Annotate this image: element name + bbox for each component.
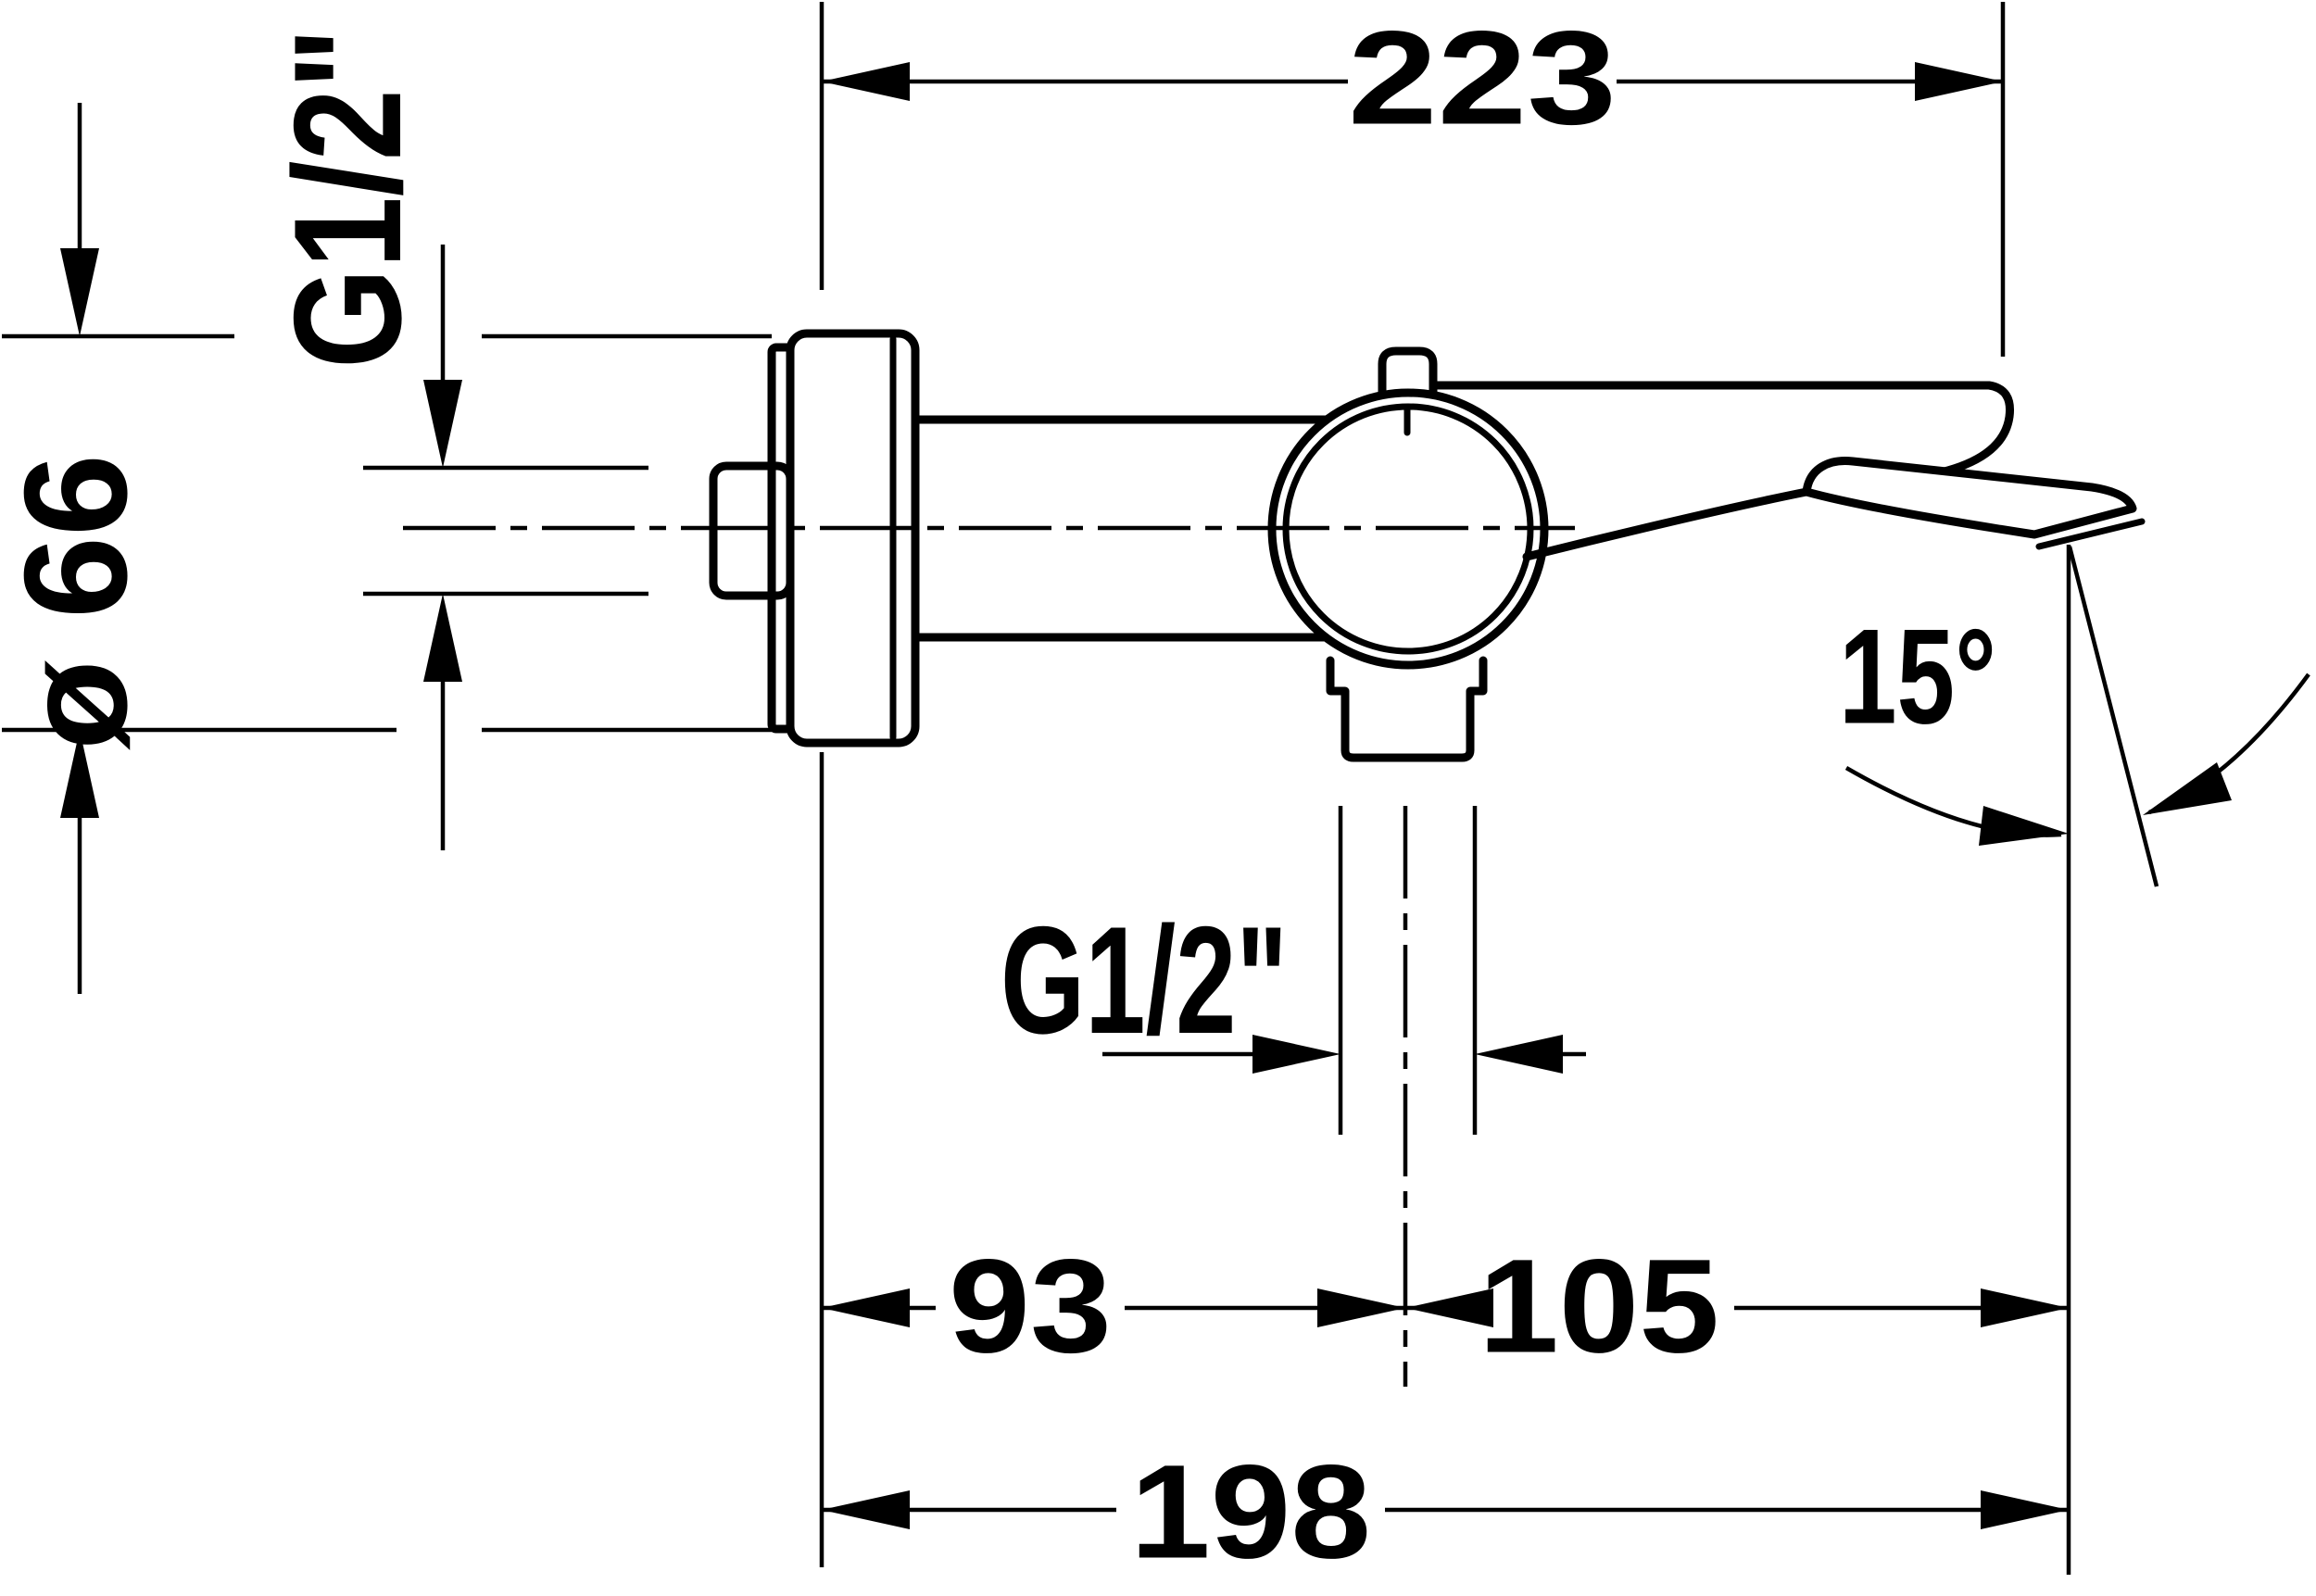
handle-knob [1378, 346, 1438, 403]
supply-nipple [709, 461, 795, 600]
shower-outlet-connection [1326, 656, 1488, 762]
arrow-right-icon [1979, 806, 2069, 846]
extension-lines [2, 2, 2006, 1567]
dimension-223: 223 [822, 4, 2003, 153]
dimension-198: 198 [822, 1438, 2069, 1587]
tilted-spout-axis-line [2067, 546, 2159, 887]
dim-93-label: 93 [949, 1232, 1112, 1381]
arrow-up-icon [60, 730, 99, 818]
outlet-thread-label: G1/2" [1001, 895, 1288, 1065]
arrow-right-icon [1915, 62, 2003, 101]
arrow-down-icon [423, 380, 462, 468]
arrow-up-icon [423, 594, 462, 682]
spout-top-edge [1432, 381, 2015, 481]
angle-15-label: 15° [1839, 601, 1996, 752]
arrow-right-icon [1981, 1490, 2069, 1529]
angle-arc-right [2148, 672, 2310, 815]
dimension-outlet-thread: G1/2" [1001, 895, 1586, 1074]
spout-mouthpiece [1802, 457, 2137, 539]
arrow-left-down-icon [2143, 762, 2232, 815]
faucet-outline [709, 329, 2146, 762]
dim-105-label: 105 [1479, 1232, 1719, 1381]
escutcheon [786, 329, 920, 748]
spout-underside [1522, 487, 1811, 561]
arrow-left-icon [822, 1288, 910, 1327]
dimension-93: 93 [822, 1232, 1405, 1381]
inlet-thread-label: G1/2" [262, 28, 433, 369]
aerator-face-line [2035, 518, 2146, 550]
arrow-right-icon [1252, 1035, 1341, 1074]
dimension-dia66: ø 66 [0, 103, 157, 994]
arrow-left-icon [822, 1490, 910, 1529]
dimension-inlet-thread: G1/2" [262, 28, 462, 850]
dim-198-label: 198 [1130, 1438, 1371, 1587]
arrow-down-icon [60, 248, 99, 336]
angle-annotation: 15° [1839, 545, 2310, 1575]
dia66-label: ø 66 [0, 454, 157, 750]
dimension-105: 105 [1405, 1232, 2069, 1381]
arrow-left-icon [1405, 1288, 1493, 1327]
centerlines [403, 525, 1575, 1387]
arrow-right-icon [1317, 1288, 1405, 1327]
arrow-left-icon [822, 62, 910, 101]
arrow-left-icon [1475, 1035, 1563, 1074]
arrow-right-icon [1981, 1288, 2069, 1327]
dim-223-label: 223 [1348, 4, 1617, 153]
